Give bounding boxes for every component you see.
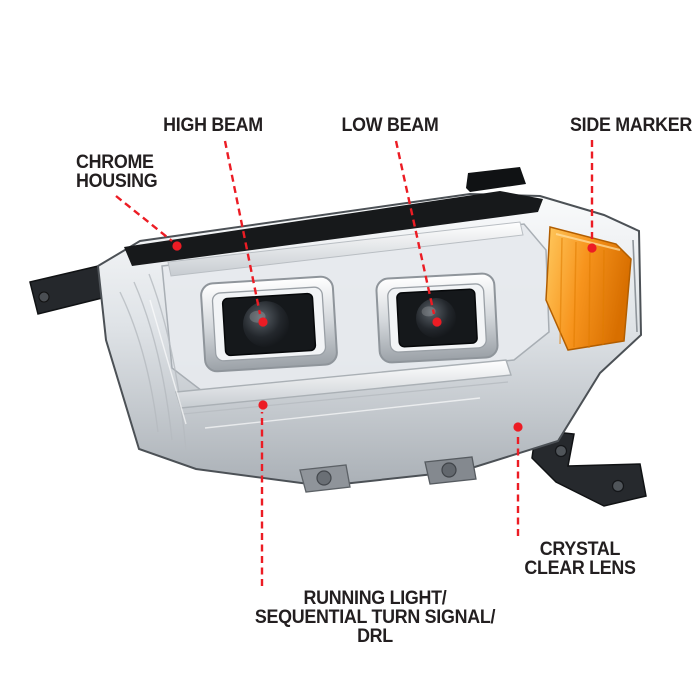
callout-label-running-light: RUNNING LIGHT/ SEQUENTIAL TURN SIGNAL/ D… xyxy=(254,588,496,647)
amber-side-marker xyxy=(545,226,632,351)
callout-label-low-beam: LOW BEAM xyxy=(342,116,439,135)
callout-label-crystal-clear-lens: CRYSTAL CLEAR LENS xyxy=(524,539,636,579)
bottom-adjusters xyxy=(299,456,477,493)
dot-chrome-housing xyxy=(172,241,182,251)
callout-text: DRL xyxy=(357,626,393,647)
right-edge-highlight xyxy=(632,239,638,333)
callout-text: CHROME xyxy=(76,152,154,173)
upper-drl-strip xyxy=(167,221,524,277)
leader-chrome-housing xyxy=(115,195,173,242)
callout-text: LOW BEAM xyxy=(341,115,439,136)
right-mounting-bracket xyxy=(531,429,647,507)
callout-text: HOUSING xyxy=(76,171,158,192)
callout-text: SEQUENTIAL TURN SIGNAL/ xyxy=(254,607,496,628)
chrome-highlights xyxy=(149,299,481,429)
callout-text: CLEAR LENS xyxy=(524,558,636,579)
leader-low-beam xyxy=(394,140,436,315)
callout-text: SIDE MARKER xyxy=(570,115,692,136)
lens-fluting xyxy=(119,273,187,451)
dot-low-beam xyxy=(432,317,442,327)
callout-text: RUNNING LIGHT/ xyxy=(303,588,447,609)
callout-label-chrome-housing: CHROME HOUSING xyxy=(76,152,158,192)
dot-running-light xyxy=(258,400,268,410)
callout-label-high-beam: HIGH BEAM xyxy=(163,116,263,135)
dot-crystal-clear-lens xyxy=(513,422,523,432)
callout-text: HIGH BEAM xyxy=(163,115,263,136)
dot-side-marker xyxy=(587,243,597,253)
leader-high-beam xyxy=(223,140,262,315)
callout-label-side-marker: SIDE MARKER xyxy=(570,116,692,135)
dot-high-beam xyxy=(258,317,268,327)
callout-text: CRYSTAL xyxy=(539,539,621,560)
top-trim xyxy=(124,167,543,266)
